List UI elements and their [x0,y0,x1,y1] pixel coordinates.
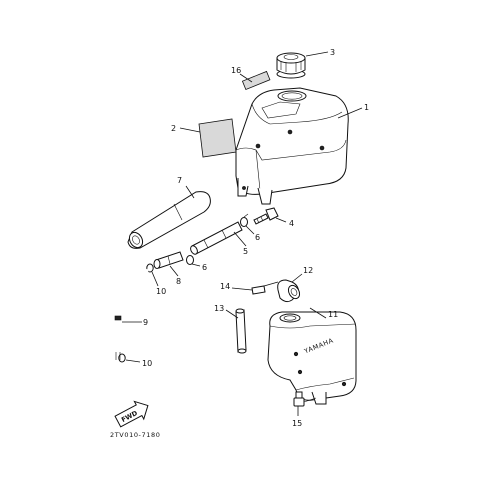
bolt [253,207,279,225]
drain-bolt [293,391,317,407]
callout-14: 14 [220,282,230,291]
callout-4: 4 [289,219,294,228]
callout-6-upper: 6 [255,233,260,242]
caution-label [241,70,271,91]
callout-15: 15 [292,419,302,428]
callout-3: 3 [330,48,335,57]
callout-10-lower: 10 [142,359,152,368]
callout-2: 2 [171,124,176,133]
callout-9: 9 [143,318,148,327]
callout-labels: 1 2 3 4 5 6 6 7 8 9 10 10 11 12 13 14 15… [142,48,369,428]
fuel-tank [235,87,349,205]
fwd-arrow-icon: FWD [114,400,149,428]
breather-pipe [114,268,149,360]
callout-7: 7 [177,176,182,185]
diagram-code: 2TV010-7180 [110,431,160,439]
callout-6-lower: 6 [202,263,207,272]
clip-upper [146,263,154,273]
sub-tank: YAMAHA [267,311,357,405]
tank-cap [276,52,306,79]
callout-13: 13 [214,304,224,313]
callout-8: 8 [176,277,181,286]
callout-16: 16 [231,66,241,75]
callout-1: 1 [364,103,369,112]
fuel-hose-short [190,221,243,255]
leader-lines [122,51,363,416]
hose-clip-upper [240,213,249,227]
pipe-fitting [153,251,184,269]
damper-pad [198,118,237,158]
callout-5: 5 [243,247,248,256]
callout-11: 11 [328,310,338,319]
fuel-hose-large [127,191,211,249]
callout-10-upper: 10 [156,287,166,296]
callout-12: 12 [303,266,313,275]
elbow-hose [277,279,301,303]
hose-clip-lower [186,255,194,265]
clip-lower [118,353,126,363]
hose-clamp [251,281,279,295]
breather-hose [235,308,247,354]
